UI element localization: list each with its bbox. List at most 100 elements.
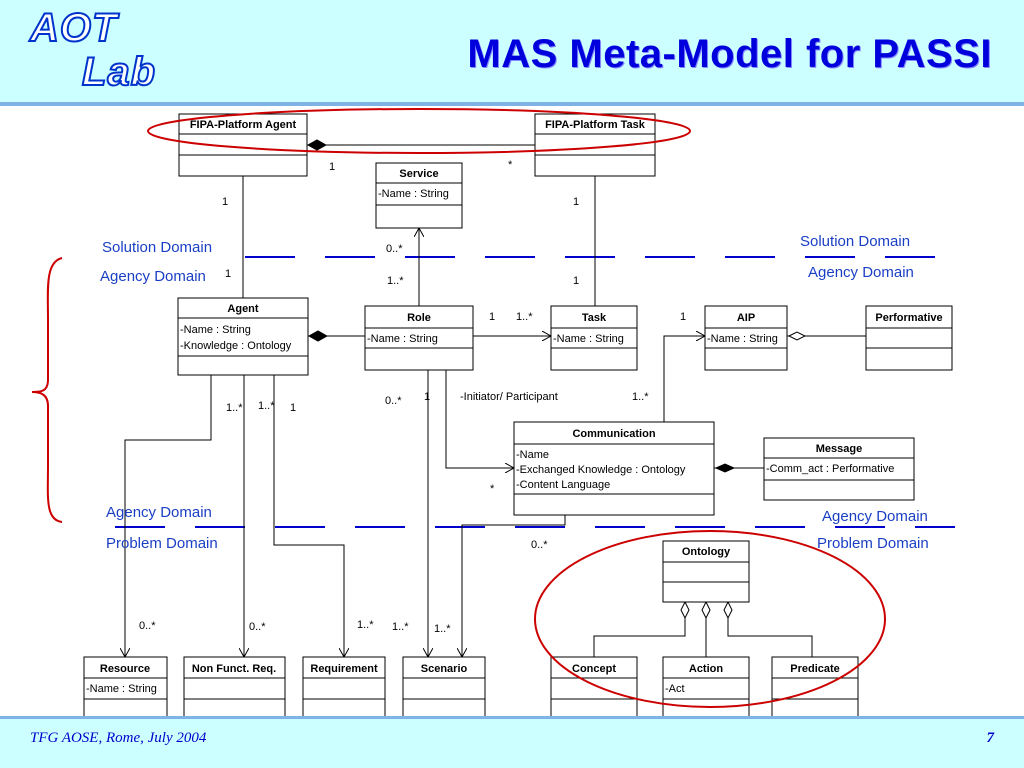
multiplicity: * (490, 483, 495, 495)
class-communication (513, 421, 715, 516)
ontology-highlight-ellipse (534, 530, 886, 708)
class-name: Concept (572, 663, 616, 675)
class-name: Resource (100, 663, 150, 675)
class-performative (865, 305, 953, 371)
class-attribute: -Name : String (367, 333, 438, 345)
multiplicity: 1 (290, 402, 296, 414)
communication-to-scenario-link (462, 515, 566, 657)
multiplicity: 0..* (249, 621, 266, 633)
multiplicity: 1 (225, 268, 231, 280)
class-name: Agent (227, 303, 259, 315)
multiplicity: 1 (489, 311, 495, 323)
bottom-divider (0, 716, 1024, 719)
multiplicity: 1 (573, 275, 579, 287)
class-name: FIPA-Platform Agent (190, 119, 297, 131)
class-name: Action (689, 663, 724, 675)
diagram-area: FIPA-Platform Agent FIPA-Platform Task S… (0, 106, 1024, 720)
class-requirement (302, 656, 386, 720)
class-name: FIPA-Platform Task (545, 119, 646, 131)
multiplicity: 0..* (531, 539, 548, 551)
aggregation-diamond (701, 600, 711, 620)
class-message (763, 437, 915, 501)
class-agent (177, 297, 309, 376)
domain-label-agency: Agency Domain (100, 268, 206, 285)
class-attribute: -Act (665, 683, 685, 695)
class-attribute: -Name : String (378, 188, 449, 200)
ontology-concept-link (593, 618, 686, 657)
agent-to-requirement-link (273, 375, 344, 657)
domain-label-agency: Agency Domain (106, 504, 212, 521)
class-attribute: -Exchanged Knowledge : Ontology (516, 464, 686, 476)
multiplicity: 0..* (139, 620, 156, 632)
logo-line-2: Lab (81, 49, 157, 95)
meta-model-diagram: FIPA-Platform Agent FIPA-Platform Task S… (31, 108, 955, 720)
class-resource (83, 656, 168, 720)
domain-label-solution: Solution Domain (800, 233, 910, 250)
domain-label-problem: Problem Domain (817, 535, 929, 552)
class-aip (704, 305, 788, 371)
composition-diamond (306, 139, 328, 151)
class-scenario (402, 656, 486, 720)
multiplicity: 1..* (434, 623, 451, 635)
class-name: Message (816, 443, 862, 455)
domain-label-agency: Agency Domain (822, 508, 928, 525)
class-name: Service (399, 168, 438, 180)
multiplicity: 1 (222, 196, 228, 208)
domain-label-solution: Solution Domain (102, 239, 212, 256)
multiplicity: 1..* (516, 311, 533, 323)
page-number: 7 (986, 730, 995, 746)
ontology-predicate-link (727, 618, 813, 657)
association-label-initiator: -Initiator/ Participant (460, 391, 558, 403)
multiplicity: 1..* (387, 275, 404, 287)
class-attribute: -Comm_act : Performative (766, 463, 894, 475)
class-non-funct-req (183, 656, 286, 720)
agency-domain-brace (31, 257, 63, 523)
top-divider (0, 102, 1024, 106)
domain-label-problem: Problem Domain (106, 535, 218, 552)
class-action (662, 656, 750, 720)
class-attribute: -Name : String (180, 324, 251, 336)
class-name: Task (582, 312, 607, 324)
slide-title: MAS Meta-Model for PASSI (467, 32, 992, 76)
multiplicity: 0..* (386, 243, 403, 255)
class-name: AIP (737, 312, 755, 324)
agent-to-resource-link (125, 375, 212, 657)
fipa-highlight-ellipse (147, 108, 691, 154)
class-name: Role (407, 312, 431, 324)
class-name: Ontology (682, 546, 731, 558)
class-service (375, 162, 463, 229)
class-name: Communication (572, 428, 655, 440)
multiplicity: 1 (424, 391, 430, 403)
composition-diamond (714, 463, 736, 473)
domain-label-agency: Agency Domain (808, 264, 914, 281)
class-attribute: -Name : String (86, 683, 157, 695)
communication-to-aip-link (663, 336, 705, 422)
class-attribute: -Name : String (707, 333, 778, 345)
class-name: Predicate (790, 663, 840, 675)
class-role (364, 305, 474, 371)
multiplicity: 1..* (226, 402, 243, 414)
multiplicity: 1..* (357, 619, 374, 631)
class-name: Performative (875, 312, 942, 324)
class-name: Requirement (310, 663, 378, 675)
class-attribute: -Content Language (516, 479, 610, 491)
multiplicity: 1..* (632, 391, 649, 403)
multiplicity: 0..* (385, 395, 402, 407)
class-attribute: -Knowledge : Ontology (180, 340, 292, 352)
aggregation-diamond (680, 600, 690, 620)
multiplicity: 1..* (258, 400, 275, 412)
role-to-communication-link (445, 370, 514, 468)
multiplicity: 1 (680, 311, 686, 323)
aggregation-diamond (787, 331, 807, 341)
class-name: Non Funct. Req. (192, 663, 276, 675)
class-task (550, 305, 638, 371)
logo-line-1: AOT (29, 5, 118, 51)
composition-diamond (307, 330, 329, 342)
class-name: Scenario (421, 663, 468, 675)
multiplicity: * (508, 159, 513, 171)
multiplicity: 1 (573, 196, 579, 208)
class-attribute: -Name : String (553, 333, 624, 345)
class-attribute: -Name (516, 449, 549, 461)
multiplicity: 1..* (392, 621, 409, 633)
multiplicity: 1 (329, 161, 335, 173)
